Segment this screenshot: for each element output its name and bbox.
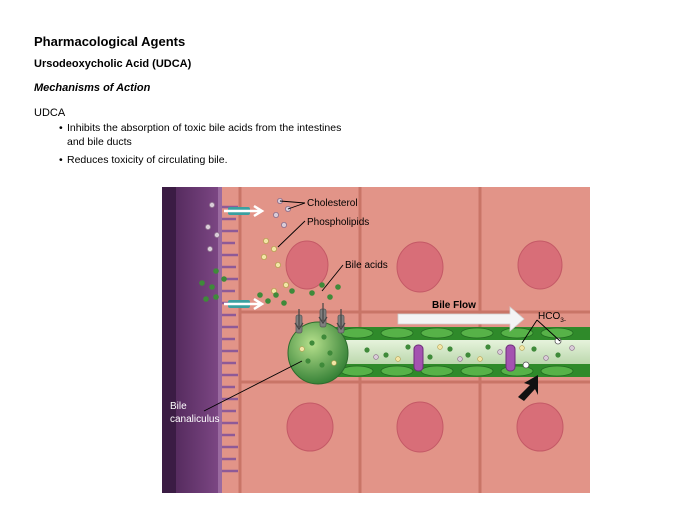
mechanism-list: Inhibits the absorption of toxic bile ac… xyxy=(59,121,359,171)
basolateral-transporter xyxy=(224,204,265,311)
page-title: Pharmacological Agents xyxy=(34,34,186,49)
udca-mechanism-diagram: Cholesterol Phospholipids Bile acids Bil… xyxy=(162,187,590,493)
drug-subtitle: Ursodeoxycholic Acid (UDCA) xyxy=(34,58,192,70)
section-heading: Mechanisms of Action xyxy=(34,82,151,94)
drug-label: UDCA xyxy=(34,107,66,119)
hepatocyte-nuclei xyxy=(285,240,564,453)
phospholipids-label: Phospholipids xyxy=(307,217,369,228)
canaliculus-label-line2: canaliculus xyxy=(170,414,219,425)
canaliculus-label-line1: Bile xyxy=(170,401,187,412)
mechanism-item: Reduces toxicity of circulating bile. xyxy=(59,153,359,167)
bile-acid-molecules xyxy=(199,268,341,306)
bile-acids-label: Bile acids xyxy=(345,260,388,271)
pointer-arrow-icon xyxy=(518,375,538,401)
bicarbonate-transporter xyxy=(413,337,562,372)
mechanism-item: Inhibits the absorption of toxic bile ac… xyxy=(59,121,359,149)
bile-flow-label: Bile Flow xyxy=(432,300,476,311)
bicarbonate-label: HCO3- xyxy=(538,311,566,324)
basolateral-membrane xyxy=(162,187,238,493)
bile-canaliculus xyxy=(287,303,349,385)
bile-duct xyxy=(330,327,590,377)
bile-flow-arrow xyxy=(397,306,525,332)
cholesterol-label: Cholesterol xyxy=(307,198,358,209)
